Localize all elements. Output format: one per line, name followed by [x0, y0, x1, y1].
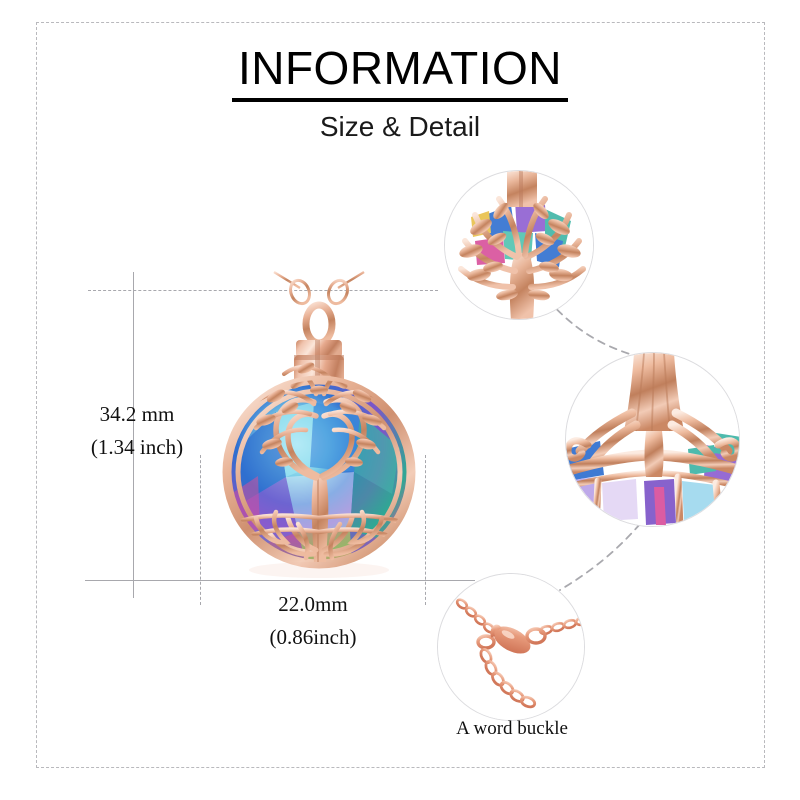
- page-header: INFORMATION Size & Detail: [0, 44, 800, 143]
- height-inch-value: (1.34 inch): [90, 434, 184, 459]
- detail-bubble-trunk-base: [565, 352, 740, 527]
- dashed-page-frame: [36, 22, 765, 768]
- detail-bubble-clasp: [437, 573, 585, 721]
- guide-height-vertical: [133, 272, 134, 598]
- detail-bubble-branches: [444, 170, 594, 320]
- guide-bottom-horizontal: [85, 580, 475, 581]
- guide-width-left: [200, 455, 201, 605]
- width-dimension-label: 22.0mm (0.86inch): [200, 588, 426, 653]
- guide-width-right: [425, 455, 426, 605]
- clasp-caption: A word buckle: [456, 718, 568, 739]
- guide-top-horizontal: [88, 290, 438, 291]
- width-mm-value: 22.0mm: [278, 592, 348, 616]
- width-inch-value: (0.86inch): [269, 624, 357, 649]
- product-image-pendant: [214, 262, 424, 582]
- page-subtitle: Size & Detail: [319, 111, 481, 143]
- page-title: INFORMATION: [231, 44, 569, 103]
- height-dimension-label: 34.2 mm (1.34 inch): [62, 398, 212, 463]
- height-mm-value: 34.2 mm: [99, 402, 175, 426]
